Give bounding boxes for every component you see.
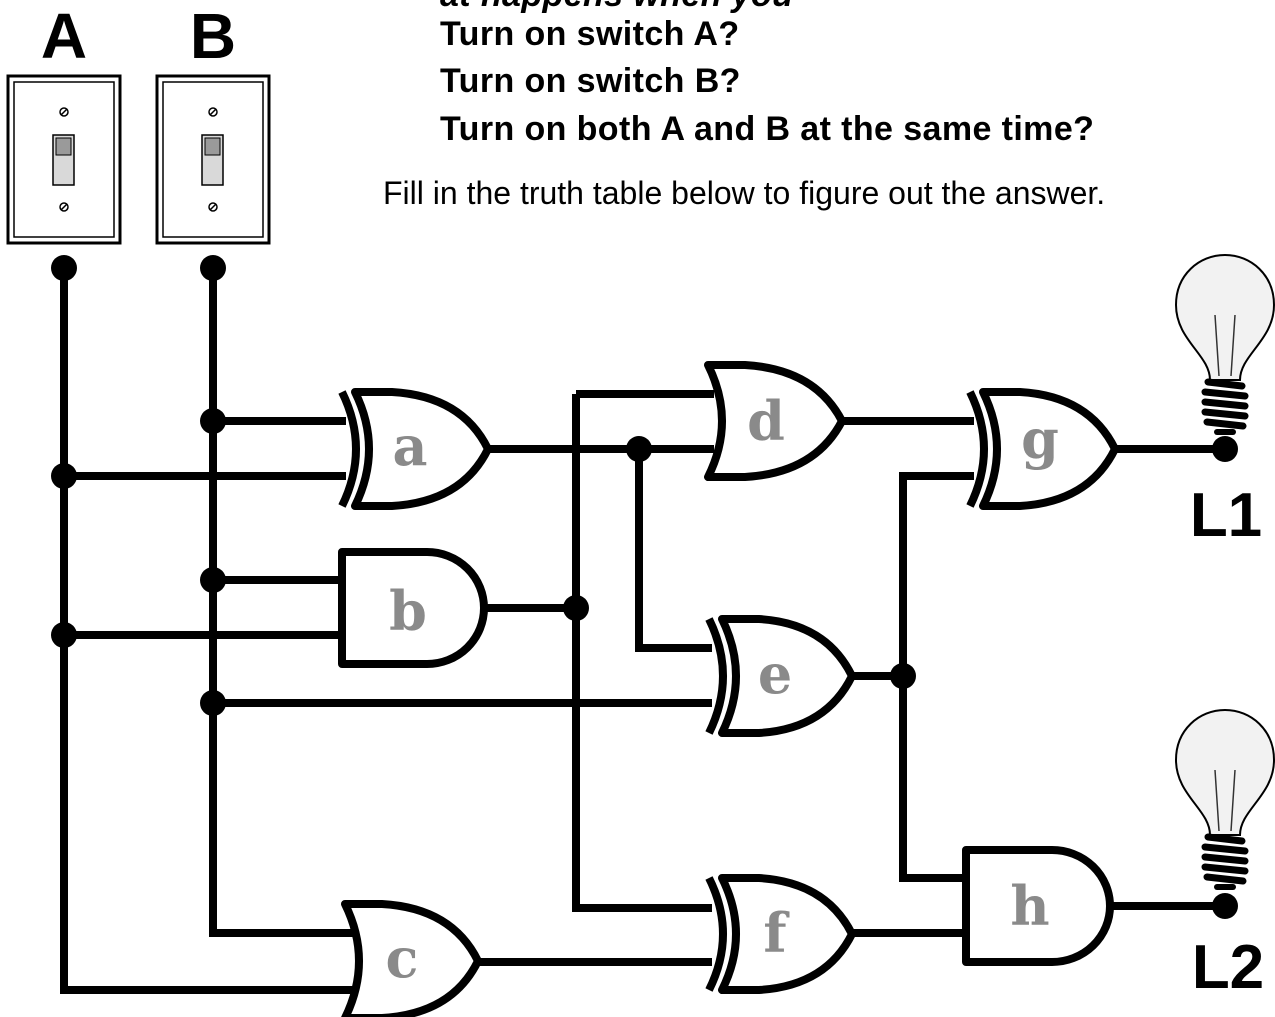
gate-h-label: h — [1010, 874, 1049, 938]
wire-a-bus — [60, 268, 356, 994]
question-both-switches: Turn on both A and B at the same time? — [440, 110, 1095, 148]
lightbulb-l2-icon — [1176, 710, 1274, 887]
gate-e-label: e — [758, 642, 792, 706]
question-switch-b: Turn on switch B? — [440, 62, 741, 100]
question-switch-a: Turn on switch A? — [440, 15, 740, 53]
gates: a b c d e f — [338, 361, 1119, 1017]
question-cut-line: at happens when you — [440, 0, 793, 15]
terminal-lamp-l2 — [1212, 893, 1238, 919]
wire-b-to-gate-d-and-f — [572, 394, 712, 912]
gate-b: b — [338, 548, 488, 668]
lamp-l1: L1 — [1176, 255, 1274, 550]
switch-b[interactable]: B — [155, 0, 271, 245]
gate-g: g — [966, 388, 1119, 510]
gate-f-label: f — [763, 901, 790, 965]
terminal-lamp-l1 — [1212, 436, 1238, 462]
junction-gate-b-out — [563, 595, 589, 621]
gate-e: e — [705, 615, 856, 737]
junction-b-gate-a — [200, 408, 226, 434]
lamp-l2: L2 — [1176, 710, 1274, 1002]
gate-g-label: g — [1021, 407, 1059, 471]
wires — [60, 268, 1225, 994]
terminal-switch-b — [200, 255, 226, 281]
junction-gate-e-out — [890, 663, 916, 689]
junctions — [51, 255, 1238, 919]
junction-a-gate-a — [51, 463, 77, 489]
gate-a: a — [338, 388, 492, 510]
lamp-l1-label: L1 — [1190, 481, 1262, 550]
terminal-switch-a — [51, 255, 77, 281]
gate-c-label: c — [386, 926, 419, 990]
gate-a-label: a — [393, 414, 428, 478]
gate-b-label: b — [389, 579, 427, 643]
instruction-text: Fill in the truth table below to figure … — [383, 175, 1106, 211]
junction-b-gate-b — [200, 567, 226, 593]
gate-c: c — [341, 900, 482, 1017]
gate-d: d — [704, 361, 846, 481]
gate-h: h — [962, 846, 1114, 966]
gate-d-label: d — [747, 389, 785, 453]
switch-a-label: A — [41, 0, 87, 72]
junction-a-gate-b — [51, 622, 77, 648]
wire-a-to-gate-e — [635, 449, 712, 652]
switch-b-label: B — [190, 0, 236, 72]
wire-b-bus — [209, 268, 356, 937]
gate-f: f — [705, 874, 856, 994]
switch-a[interactable]: A — [6, 0, 122, 245]
junction-b-gate-e — [200, 690, 226, 716]
lightbulb-l1-icon — [1176, 255, 1274, 432]
junction-gate-a-out — [626, 436, 652, 462]
lamp-l2-label: L2 — [1192, 933, 1264, 1002]
